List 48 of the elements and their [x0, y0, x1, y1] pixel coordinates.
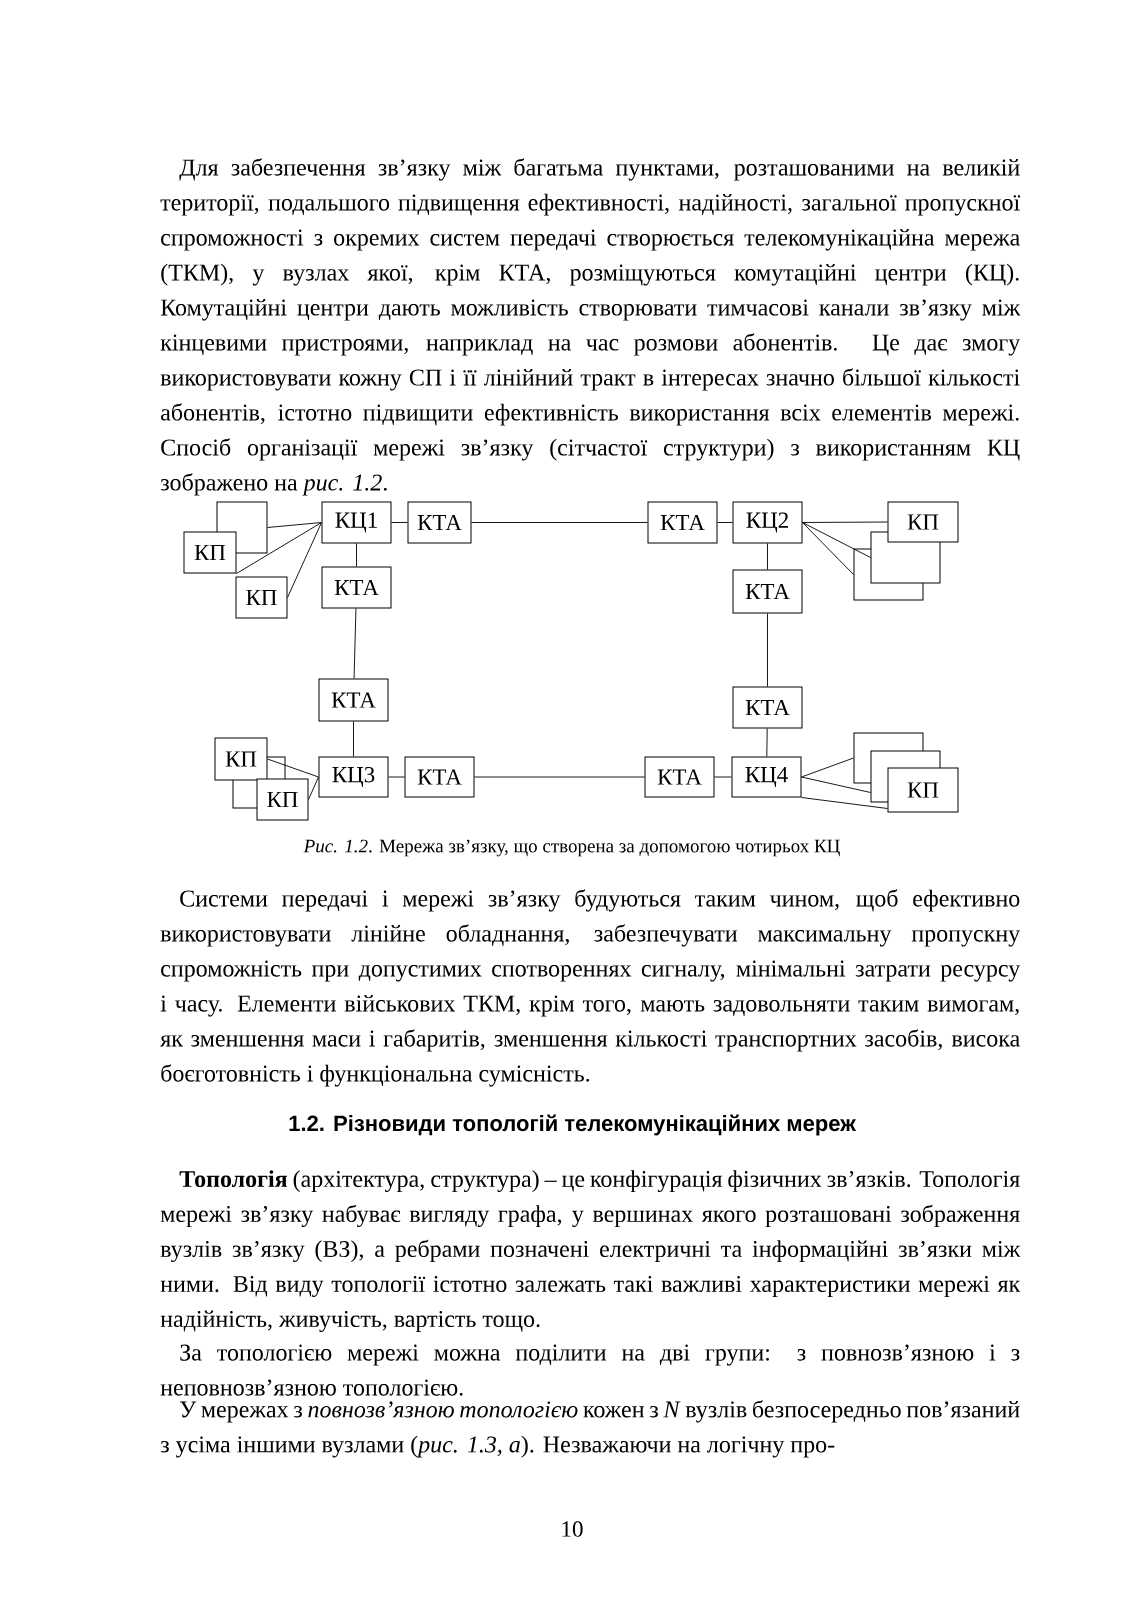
labelled-box: КЦ3 — [318, 756, 389, 798]
connecting-line — [802, 522, 854, 575]
labelled-box: КП — [887, 501, 959, 543]
paragraph: Для забезпечення зв’язку між багатьма пунктами, розташованими на великій території, подальшого підвищення ефективності, надійності, загальної пропускної спроможності з окремих систем передачі створюється телекомунікаційна мережа (ТКМ), у вузлах якої, крім КТА, розміщуються комутаційні центри (КЦ). Комутаційні центри дають можливість створювати тимчасові канали зв’язку між кінцевими пристроями, наприклад на час розмови абонентів. Це дає змогу використовувати кожну СП і її лінійний тракт в інтересах значно більшої кількості абонентів, істотно підвищити ефективність використання всіх елементів мережі. Спосіб організації мережі зв’язку (сітчастої структури) з використанням КЦ зображено на рис. 1.2. — [160, 158, 1021, 496]
connecting-line — [802, 522, 871, 558]
connecting-line — [471, 522, 648, 523]
labelled-box: КП — [256, 778, 309, 821]
labelled-box: КП — [235, 576, 288, 619]
figure-caption: Рис. 1.2. Мережа зв’язку, що створена за допомогою чотирьох КЦ — [303, 839, 840, 857]
labelled-box: КТА — [407, 501, 472, 544]
paragraph: За топологією мережі можна поділити на дві групи: з повнозв’язною і з неповнозв’язною топологією. — [160, 1344, 1020, 1396]
connecting-line — [801, 797, 888, 809]
connecting-line — [801, 757, 854, 778]
labelled-box: КТА — [732, 686, 803, 729]
labelled-box: КП — [887, 767, 959, 813]
connecting-line — [353, 608, 357, 679]
paragraph: У мережах з повнозв’язною топологією кожен з N вузлів безпосередньо пов’язаний з усіма іншими вузлами (рис. 1.3, а). Незважаючи на логічну про- — [160, 1400, 1020, 1458]
page-number: 10 — [562, 1521, 583, 1537]
connecting-line — [714, 776, 732, 778]
paragraph: Топологія (архітектура, структура) – це конфігурація фізичних зв’язків. Топологія мережі зв’язку набуває вигляду графа, у вершинах якого розташовані зображення вузлів зв’язку (ВЗ), а ребрами позначені електричні та інформаційні зв’язки між ними. Від виду топології істотно залежать такі важливі характеристики мережі як надійність, живучість, вартість тощо. — [160, 1170, 1021, 1333]
labelled-box: КТА — [644, 756, 715, 798]
labelled-box: КТА — [318, 678, 389, 722]
connecting-line — [236, 522, 322, 574]
labelled-box: КЦ2 — [732, 501, 803, 544]
connecting-line — [802, 521, 888, 523]
section-heading: 1.2. Різновиди топологій телекомунікаційних мереж — [289, 1114, 856, 1136]
connecting-line — [474, 776, 645, 778]
connecting-line — [356, 543, 357, 567]
labelled-box: КТА — [732, 569, 803, 614]
connecting-line — [801, 776, 871, 793]
labelled-box: КП — [183, 531, 237, 574]
connecting-line — [308, 776, 319, 800]
labelled-box: КЦ1 — [321, 501, 392, 544]
connecting-line — [767, 613, 768, 687]
labelled-box: КТА — [404, 756, 475, 798]
connecting-line — [353, 721, 354, 757]
labelled-box: КЦ4 — [731, 756, 802, 798]
labelled-box: КТА — [321, 566, 392, 609]
connecting-line — [388, 776, 405, 778]
connecting-line — [766, 728, 768, 757]
labelled-box: КТА — [647, 501, 718, 544]
labelled-box: КП — [214, 737, 268, 781]
connecting-line — [267, 522, 322, 528]
connecting-line — [391, 522, 408, 523]
connecting-line — [717, 522, 733, 523]
connecting-line — [287, 522, 322, 598]
connecting-line — [767, 543, 768, 570]
paragraph: Системи передачі і мережі зв’язку будуються таким чином, щоб ефективно використовувати лінійне обладнання, забезпечувати максимальну пропускну спроможність при допустимих спотвореннях сигналу, мінімальні затрати ресурсу і часу. Елементи військових ТКМ, крім того, мають задовольняти таким вимогам, як зменшення маси і габаритів, зменшення кількості транспортних засобів, висока боєготовність і функціональна сумісність. — [160, 889, 1021, 1087]
